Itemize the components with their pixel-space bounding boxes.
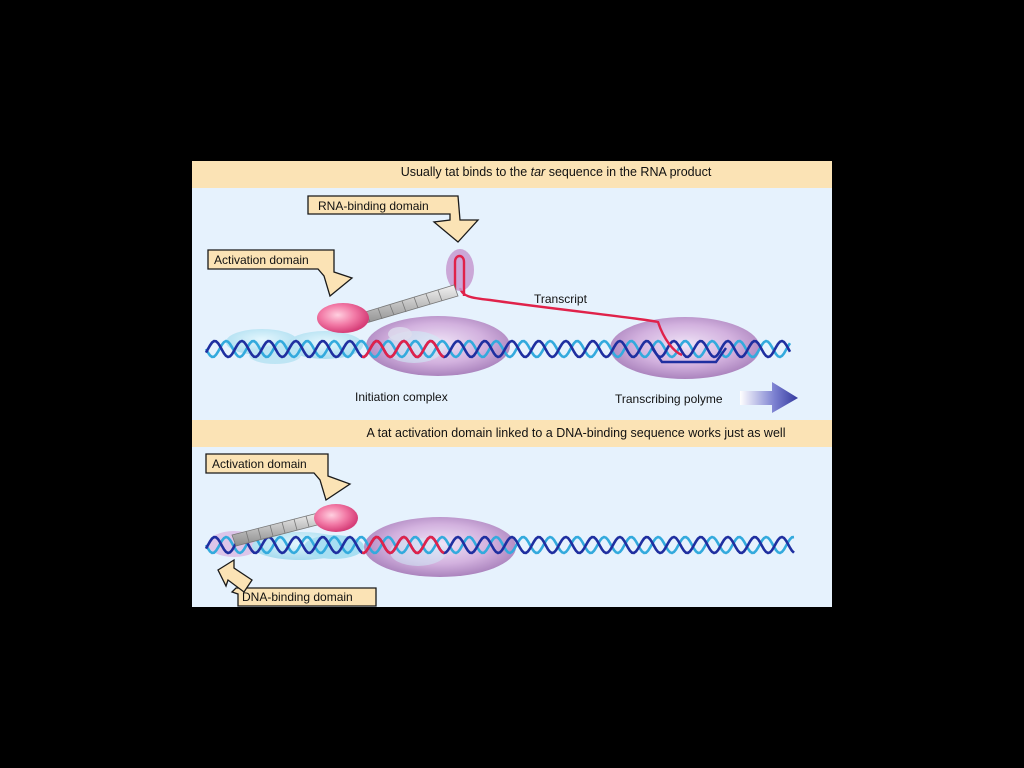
activation-domain-label-bottom: Activation domain (212, 457, 307, 471)
dna-strand-dark-bottom (204, 535, 795, 555)
rna-binding-domain (446, 249, 474, 291)
top-banner-text-italic: tar (531, 165, 546, 179)
transcribing-polymerase (610, 317, 760, 379)
transcribing-polymerase-label: Transcribing polyme (615, 392, 723, 406)
callout-activation-domain-bottom: Activation domain (205, 453, 352, 502)
callout-activation-domain-top: Activation domain (207, 249, 354, 298)
activation-domain-bottom (314, 504, 358, 532)
callout-dna-binding-domain: DNA-binding domain (217, 558, 377, 607)
bottom-banner (192, 420, 832, 447)
fusion-linker-coil-turns (245, 515, 310, 543)
dna-promoter-strand-bottom (361, 535, 445, 555)
top-banner-text-after: sequence in the RNA product (545, 165, 712, 179)
dna-strand-light-bottom (204, 535, 795, 555)
activation-domain-label-top: Activation domain (214, 253, 309, 267)
dna-strand-dark-top (204, 339, 792, 359)
top-banner (192, 161, 832, 188)
dna-helix-bottom (204, 535, 795, 555)
dna-promoter-strand-top (361, 339, 445, 359)
activation-domain-top (317, 303, 369, 333)
top-banner-text-before: Usually tat binds to the (401, 165, 531, 179)
transcript-rna (458, 287, 683, 357)
bottom-banner-text: A tat activation domain linked to a DNA-… (367, 426, 786, 440)
transcription-bubble (651, 347, 727, 364)
callout-rna-binding-domain: RNA-binding domain (307, 195, 480, 243)
dna-helix-top (204, 339, 792, 359)
top-banner-text: Usually tat binds to the tar sequence in… (401, 165, 712, 179)
tar-hairpin (453, 254, 466, 296)
transcript-label: Transcript (534, 292, 588, 306)
transcription-direction-arrow (740, 382, 798, 413)
initiation-complex-hub (388, 327, 412, 341)
rna-binding-domain-label: RNA-binding domain (318, 199, 429, 213)
initiation-complex-label: Initiation complex (355, 390, 448, 404)
dna-binding-domain-label: DNA-binding domain (242, 590, 353, 604)
